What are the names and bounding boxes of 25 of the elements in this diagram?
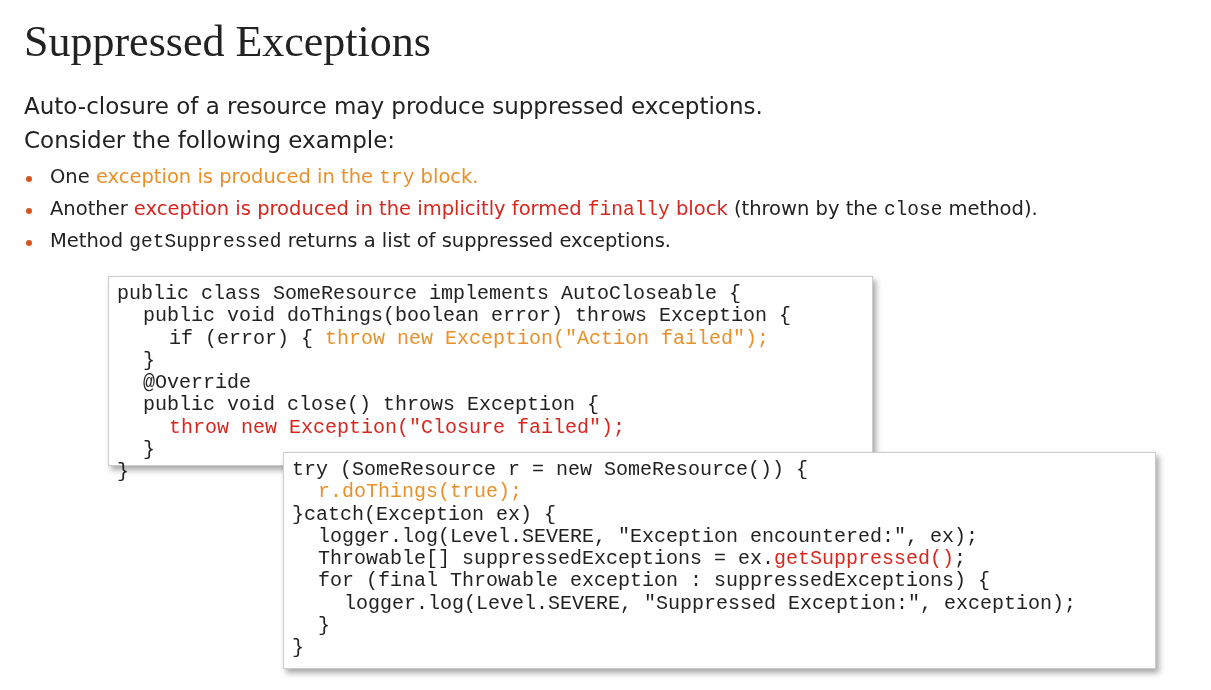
code-line: Throwable[] suppressedExceptions = ex.getSuppressed(); <box>318 548 967 571</box>
code-line: logger.log(Level.SEVERE, "Suppressed Exception:", exception); <box>344 592 1077 616</box>
code-line: @Override <box>143 372 252 395</box>
code-line: } <box>117 461 129 484</box>
bullet-text: Another exception is produced in the implicitly formed finally block (thrown by the close method). <box>50 197 1038 221</box>
code-line: }catch(Exception ex) { <box>292 503 557 526</box>
bullet-text: One exception is produced in the try block. <box>50 165 479 189</box>
body-text: Auto-closure of a resource may produce suppressed exceptions. <box>24 93 763 119</box>
code-line: public void close() throws Exception { <box>143 394 600 417</box>
code-line: } <box>292 637 304 660</box>
body-text: Consider the following example: <box>24 127 396 153</box>
code-line: } <box>143 439 155 462</box>
code-box <box>283 452 1156 669</box>
code-line: r.doThings(true); <box>318 481 523 504</box>
slide-title: Suppressed Exceptions <box>24 16 431 67</box>
code-line: public void doThings(boolean error) throws Exception { <box>143 305 792 328</box>
code-line: if (error) { throw new Exception("Action failed"); <box>169 327 770 350</box>
code-line: throw new Exception("Closure failed"); <box>169 416 626 440</box>
code-line: } <box>318 615 330 638</box>
code-line: logger.log(Level.SEVERE, "Exception encountered:", ex); <box>318 525 979 549</box>
bullet-text: Method getSuppressed returns a list of suppressed exceptions. <box>50 229 672 253</box>
code-line: try (SomeResource r = new SomeResource()) { <box>292 459 809 482</box>
code-line: public class SomeResource implements AutoCloseable { <box>117 283 742 306</box>
code-line: for (final Throwable exception : suppressedExceptions) { <box>318 570 991 593</box>
code-line: } <box>143 349 155 373</box>
